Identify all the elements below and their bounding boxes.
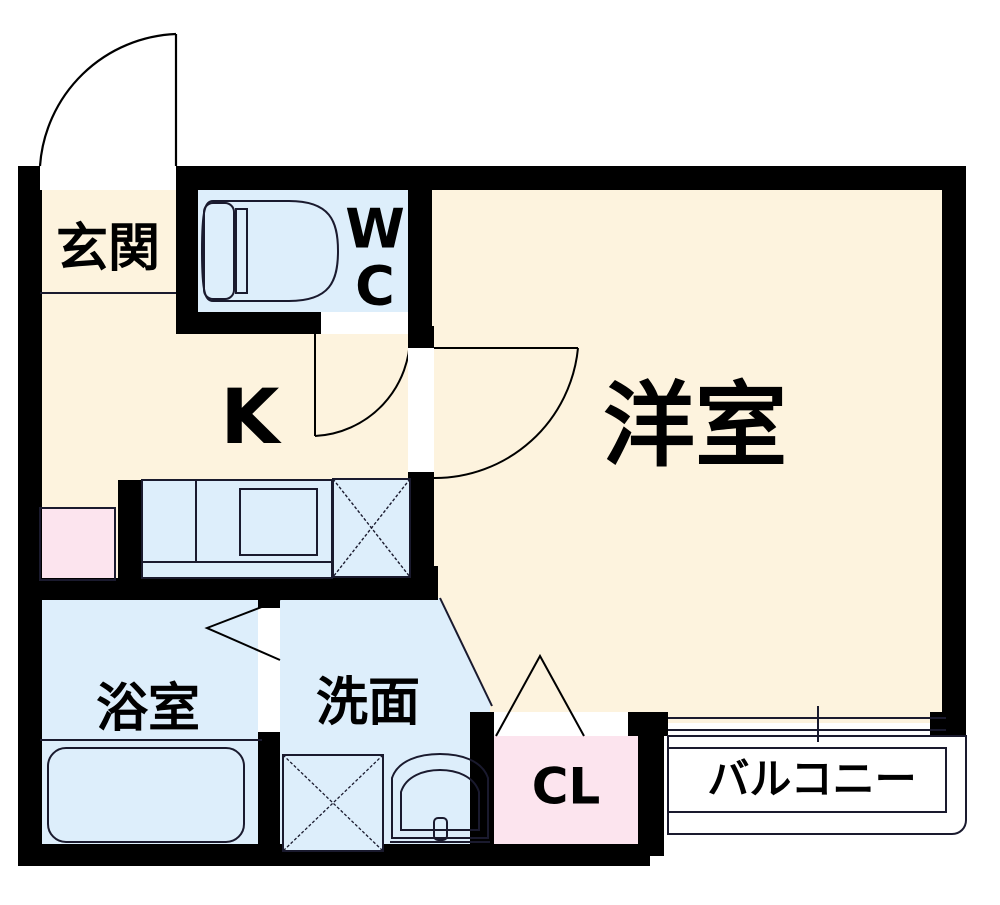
washbasin-counter (391, 752, 489, 839)
toilet-bowl-outline (200, 200, 340, 302)
closet-door-fold (495, 653, 585, 737)
closet-floor (492, 730, 640, 850)
kitchen-room: K (39, 372, 411, 581)
wall-outer-top-a (18, 166, 40, 190)
fridge-space (39, 507, 116, 581)
storage-x2 (332, 478, 411, 578)
balcony-label: バルコニー (707, 755, 916, 804)
toilet-fixture (200, 200, 340, 302)
washing-machine-space (282, 754, 384, 852)
washer-x2 (282, 754, 384, 852)
living-door-arc (433, 347, 579, 480)
genkan-floor (40, 178, 185, 293)
kitchen-counter (141, 479, 333, 579)
wall-wc-right (408, 178, 432, 328)
living-door[interactable] (408, 347, 579, 480)
toilet-tank (203, 202, 235, 300)
walls (18, 166, 966, 866)
wall-wc-bottom (176, 312, 321, 334)
entrance-door-arc (38, 32, 177, 167)
kitchen-storage-unit (332, 478, 411, 578)
sanitary-diagonal-wall (439, 597, 493, 707)
wall-sanitary-right (470, 712, 494, 742)
bath-label: 浴室 (96, 679, 200, 739)
balcony-outline (667, 735, 967, 835)
balcony-sliding-window[interactable] (668, 706, 946, 742)
wc-label-w: W (345, 198, 405, 261)
living-room: 洋室 (603, 372, 787, 479)
washer-x1 (282, 754, 384, 852)
wall-genkan-wc (176, 166, 198, 326)
wc-door-opening (321, 312, 408, 334)
wall-living-bottom-c (930, 712, 966, 736)
kitchen-sink-basin (239, 488, 318, 556)
living-label: 洋室 (603, 372, 787, 479)
wall-bath-sanitary-bot (258, 730, 280, 856)
closet-door-opening (494, 712, 628, 736)
toilet-lid-slit (235, 208, 248, 294)
wall-closet-right (638, 712, 664, 856)
bathtub-body (47, 747, 245, 843)
kitchen-label: K (221, 372, 283, 461)
bath-door[interactable] (204, 599, 281, 732)
genkan-room: 玄関 (40, 219, 176, 294)
entrance-door-opening (40, 166, 176, 190)
genkan-label: 玄関 (56, 219, 160, 279)
closet-room: CL (494, 653, 628, 816)
balcony-rail-inner (668, 747, 947, 813)
bath-door-fold (204, 599, 281, 661)
sanitary-label: 洗面 (316, 673, 420, 733)
bath-room: 浴室 (40, 679, 262, 843)
wall-outer-right (942, 166, 966, 726)
entrance-door[interactable] (38, 32, 178, 190)
wc-room: W C (200, 198, 405, 318)
wc-label-c: C (355, 255, 395, 318)
closet-label: CL (532, 758, 601, 816)
wall-outer-left (18, 166, 42, 866)
living-door-opening (408, 348, 434, 472)
living-floor (430, 178, 955, 723)
washbasin-bowl (400, 768, 480, 831)
wall-bath-sanitary-top (258, 590, 280, 610)
fridge-niche-floor (40, 508, 115, 580)
bath-door-opening (258, 608, 280, 732)
sanitary-room: 洗面 (282, 597, 493, 852)
wall-outer-top-b (176, 166, 966, 190)
washbasin-fixture (390, 752, 490, 843)
bathtub-fixture (40, 739, 262, 843)
washbasin-faucet (433, 817, 448, 841)
wall-kitchen-counter-left (118, 480, 142, 580)
closet-door[interactable] (494, 653, 628, 737)
balcony-area: バルコニー (667, 706, 967, 835)
wall-kitchen-living-top (408, 326, 434, 350)
